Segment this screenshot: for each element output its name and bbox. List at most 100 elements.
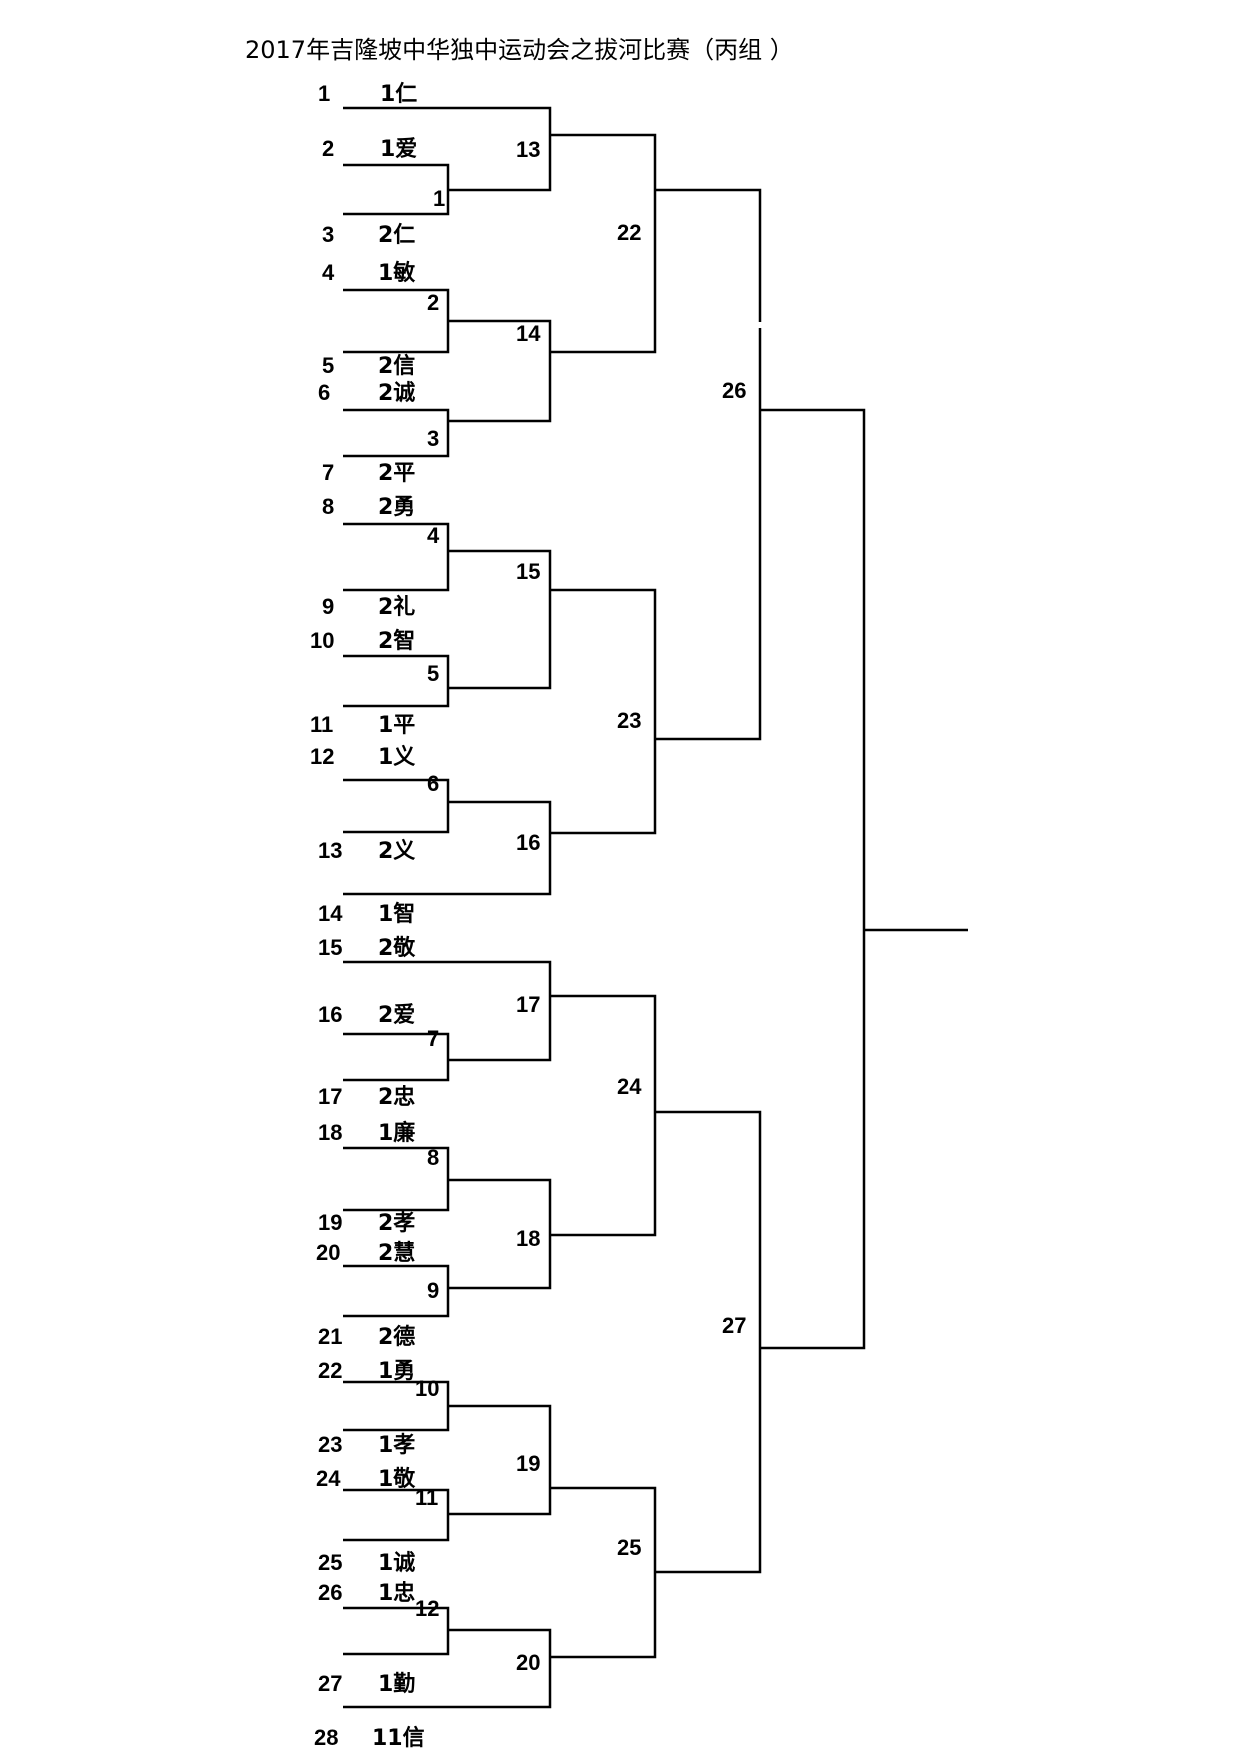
bracket-line <box>343 1264 450 1318</box>
seed-number: 20 <box>316 1240 340 1265</box>
seed-number: 25 <box>318 1550 342 1575</box>
match-number: 7 <box>427 1026 439 1051</box>
match-number: 20 <box>516 1650 540 1675</box>
team-name: 11信 <box>372 1725 425 1751</box>
match-number: 25 <box>617 1535 641 1560</box>
seed-number: 14 <box>318 901 343 926</box>
seed-number: 13 <box>318 838 342 863</box>
match-number: 16 <box>516 830 540 855</box>
bracket-line <box>343 800 552 896</box>
team-name: 2慧 <box>378 1241 415 1266</box>
seed-number: 7 <box>322 460 334 485</box>
bracket-line <box>550 133 657 354</box>
bracket-line <box>343 654 450 708</box>
team-name: 1敏 <box>378 260 415 286</box>
team-name: 1孝 <box>378 1432 415 1458</box>
seed-number: 24 <box>316 1466 341 1491</box>
seed-number: 22 <box>318 1358 342 1383</box>
bracket-line <box>343 778 450 834</box>
seed-number: 6 <box>318 380 330 405</box>
team-name: 2诚 <box>378 381 415 406</box>
bracket-line <box>655 1110 762 1574</box>
match-number: 9 <box>427 1278 439 1303</box>
team-name: 2义 <box>378 839 415 864</box>
bracket-line <box>760 408 866 1350</box>
seed-number: 23 <box>318 1432 342 1457</box>
bracket-line <box>448 319 552 423</box>
match-number: 2 <box>427 290 439 315</box>
match-number: 22 <box>617 220 641 245</box>
team-name: 1诚 <box>378 1551 415 1576</box>
team-name: 1勤 <box>378 1671 415 1697</box>
seed-number: 5 <box>322 353 334 378</box>
seed-number: 26 <box>318 1580 342 1605</box>
team-name: 2敬 <box>378 935 416 961</box>
match-number: 26 <box>722 378 746 403</box>
seed-number: 27 <box>318 1671 342 1696</box>
team-name: 2礼 <box>378 594 415 620</box>
bracket-line <box>550 994 657 1237</box>
bracket-line <box>448 549 552 690</box>
seed-number: 3 <box>322 222 334 247</box>
bracket-line <box>655 188 762 322</box>
seed-number: 2 <box>322 136 334 161</box>
match-number: 14 <box>516 321 541 346</box>
seed-number: 18 <box>318 1120 342 1145</box>
seed-number: 15 <box>318 935 342 960</box>
seed-number: 21 <box>318 1324 342 1349</box>
bracket-line <box>550 588 657 835</box>
match-number: 19 <box>516 1451 540 1476</box>
match-number: 13 <box>516 137 540 162</box>
match-number: 18 <box>516 1226 540 1251</box>
bracket-line <box>343 1032 450 1082</box>
seed-number: 16 <box>318 1002 342 1027</box>
team-name: 2忠 <box>378 1085 415 1110</box>
team-name: 2勇 <box>378 495 415 520</box>
bracket-line <box>550 1486 657 1659</box>
team-name: 2信 <box>378 353 415 379</box>
seed-number: 9 <box>322 594 334 619</box>
team-name: 1忠 <box>378 1581 415 1606</box>
team-name: 1廉 <box>378 1120 415 1146</box>
match-number: 3 <box>427 426 439 451</box>
bracket-line <box>343 408 450 458</box>
match-number: 15 <box>516 559 540 584</box>
team-name: 1义 <box>378 745 415 770</box>
bracket-line <box>343 522 450 592</box>
match-number: 6 <box>427 771 439 796</box>
match-number: 4 <box>427 523 440 548</box>
bracket-line <box>448 1404 552 1516</box>
seed-number: 12 <box>310 744 334 769</box>
seed-number: 11 <box>310 712 333 737</box>
bracket-line <box>655 328 762 741</box>
team-name: 1仁 <box>380 81 417 107</box>
team-name: 2爱 <box>378 1003 415 1028</box>
team-name: 1智 <box>378 901 415 927</box>
match-number: 27 <box>722 1313 746 1338</box>
seed-number: 10 <box>310 628 334 653</box>
team-name: 1爱 <box>380 137 417 162</box>
seed-number: 1 <box>318 81 330 106</box>
match-number: 8 <box>427 1145 439 1170</box>
bracket-line <box>343 1628 552 1709</box>
entry-list: 1 1仁 2 1爱 3 2仁 4 1敏 5 2信 6 2诚 7 2平 8 2勇 … <box>310 81 425 1751</box>
match-number: 10 <box>415 1376 439 1401</box>
bracket-lines <box>343 106 968 1709</box>
team-name: 2孝 <box>378 1210 415 1236</box>
bracket-line <box>343 106 552 192</box>
bracket-line <box>343 960 552 1062</box>
team-name: 1勇 <box>378 1359 415 1384</box>
match-number-list: 1 2 3 4 5 6 7 8 9 10 11 12 13 14 15 16 1… <box>415 137 746 1675</box>
team-name: 2平 <box>378 461 415 486</box>
match-number: 23 <box>617 708 641 733</box>
team-name: 1平 <box>378 713 415 738</box>
team-name: 2仁 <box>378 222 415 248</box>
match-number: 1 <box>433 186 445 211</box>
match-number: 24 <box>617 1074 642 1099</box>
team-name: 2智 <box>378 628 415 654</box>
seed-number: 28 <box>314 1725 338 1750</box>
team-name: 2德 <box>378 1324 415 1350</box>
seed-number: 4 <box>322 260 335 285</box>
page-title: 2017年吉隆坡中华独中运动会之拔河比赛（丙组 ） <box>245 36 794 64</box>
